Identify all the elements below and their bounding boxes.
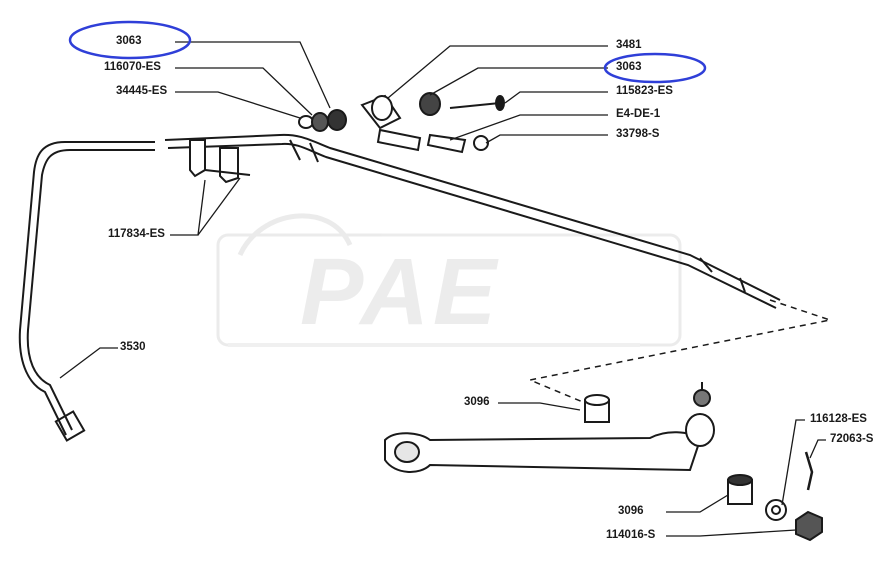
watermark-text: PAE [300,239,501,345]
stabilizer-bar [18,133,781,442]
label-3063-right: 3063 [616,61,642,73]
label-3063-top: 3063 [116,35,142,47]
label-e4-de-1: E4-DE-1 [616,108,661,120]
label-3530: 3530 [120,341,146,353]
label-72063-s: 72063-S [830,433,874,445]
leader-lines [59,41,826,537]
lower-arm [384,382,823,542]
mount-bracket [189,139,251,184]
label-3481: 3481 [616,39,642,51]
label-34445-es: 34445-ES [116,85,168,97]
label-116070-es: 116070-ES [104,61,161,73]
label-3096-top: 3096 [464,396,490,408]
label-116128-es: 116128-ES [810,413,867,425]
upper-hardware [298,92,505,154]
label-33798-s: 33798-S [616,128,660,140]
label-117834-es: 117834-ES [108,228,165,240]
highlight-markers [68,20,707,84]
label-3096-bottom: 3096 [618,505,644,517]
label-114016-s: 114016-S [606,529,656,541]
watermark-logo [216,213,682,347]
connection-guide [527,299,833,406]
label-115823-es: 115823-ES [616,85,673,97]
